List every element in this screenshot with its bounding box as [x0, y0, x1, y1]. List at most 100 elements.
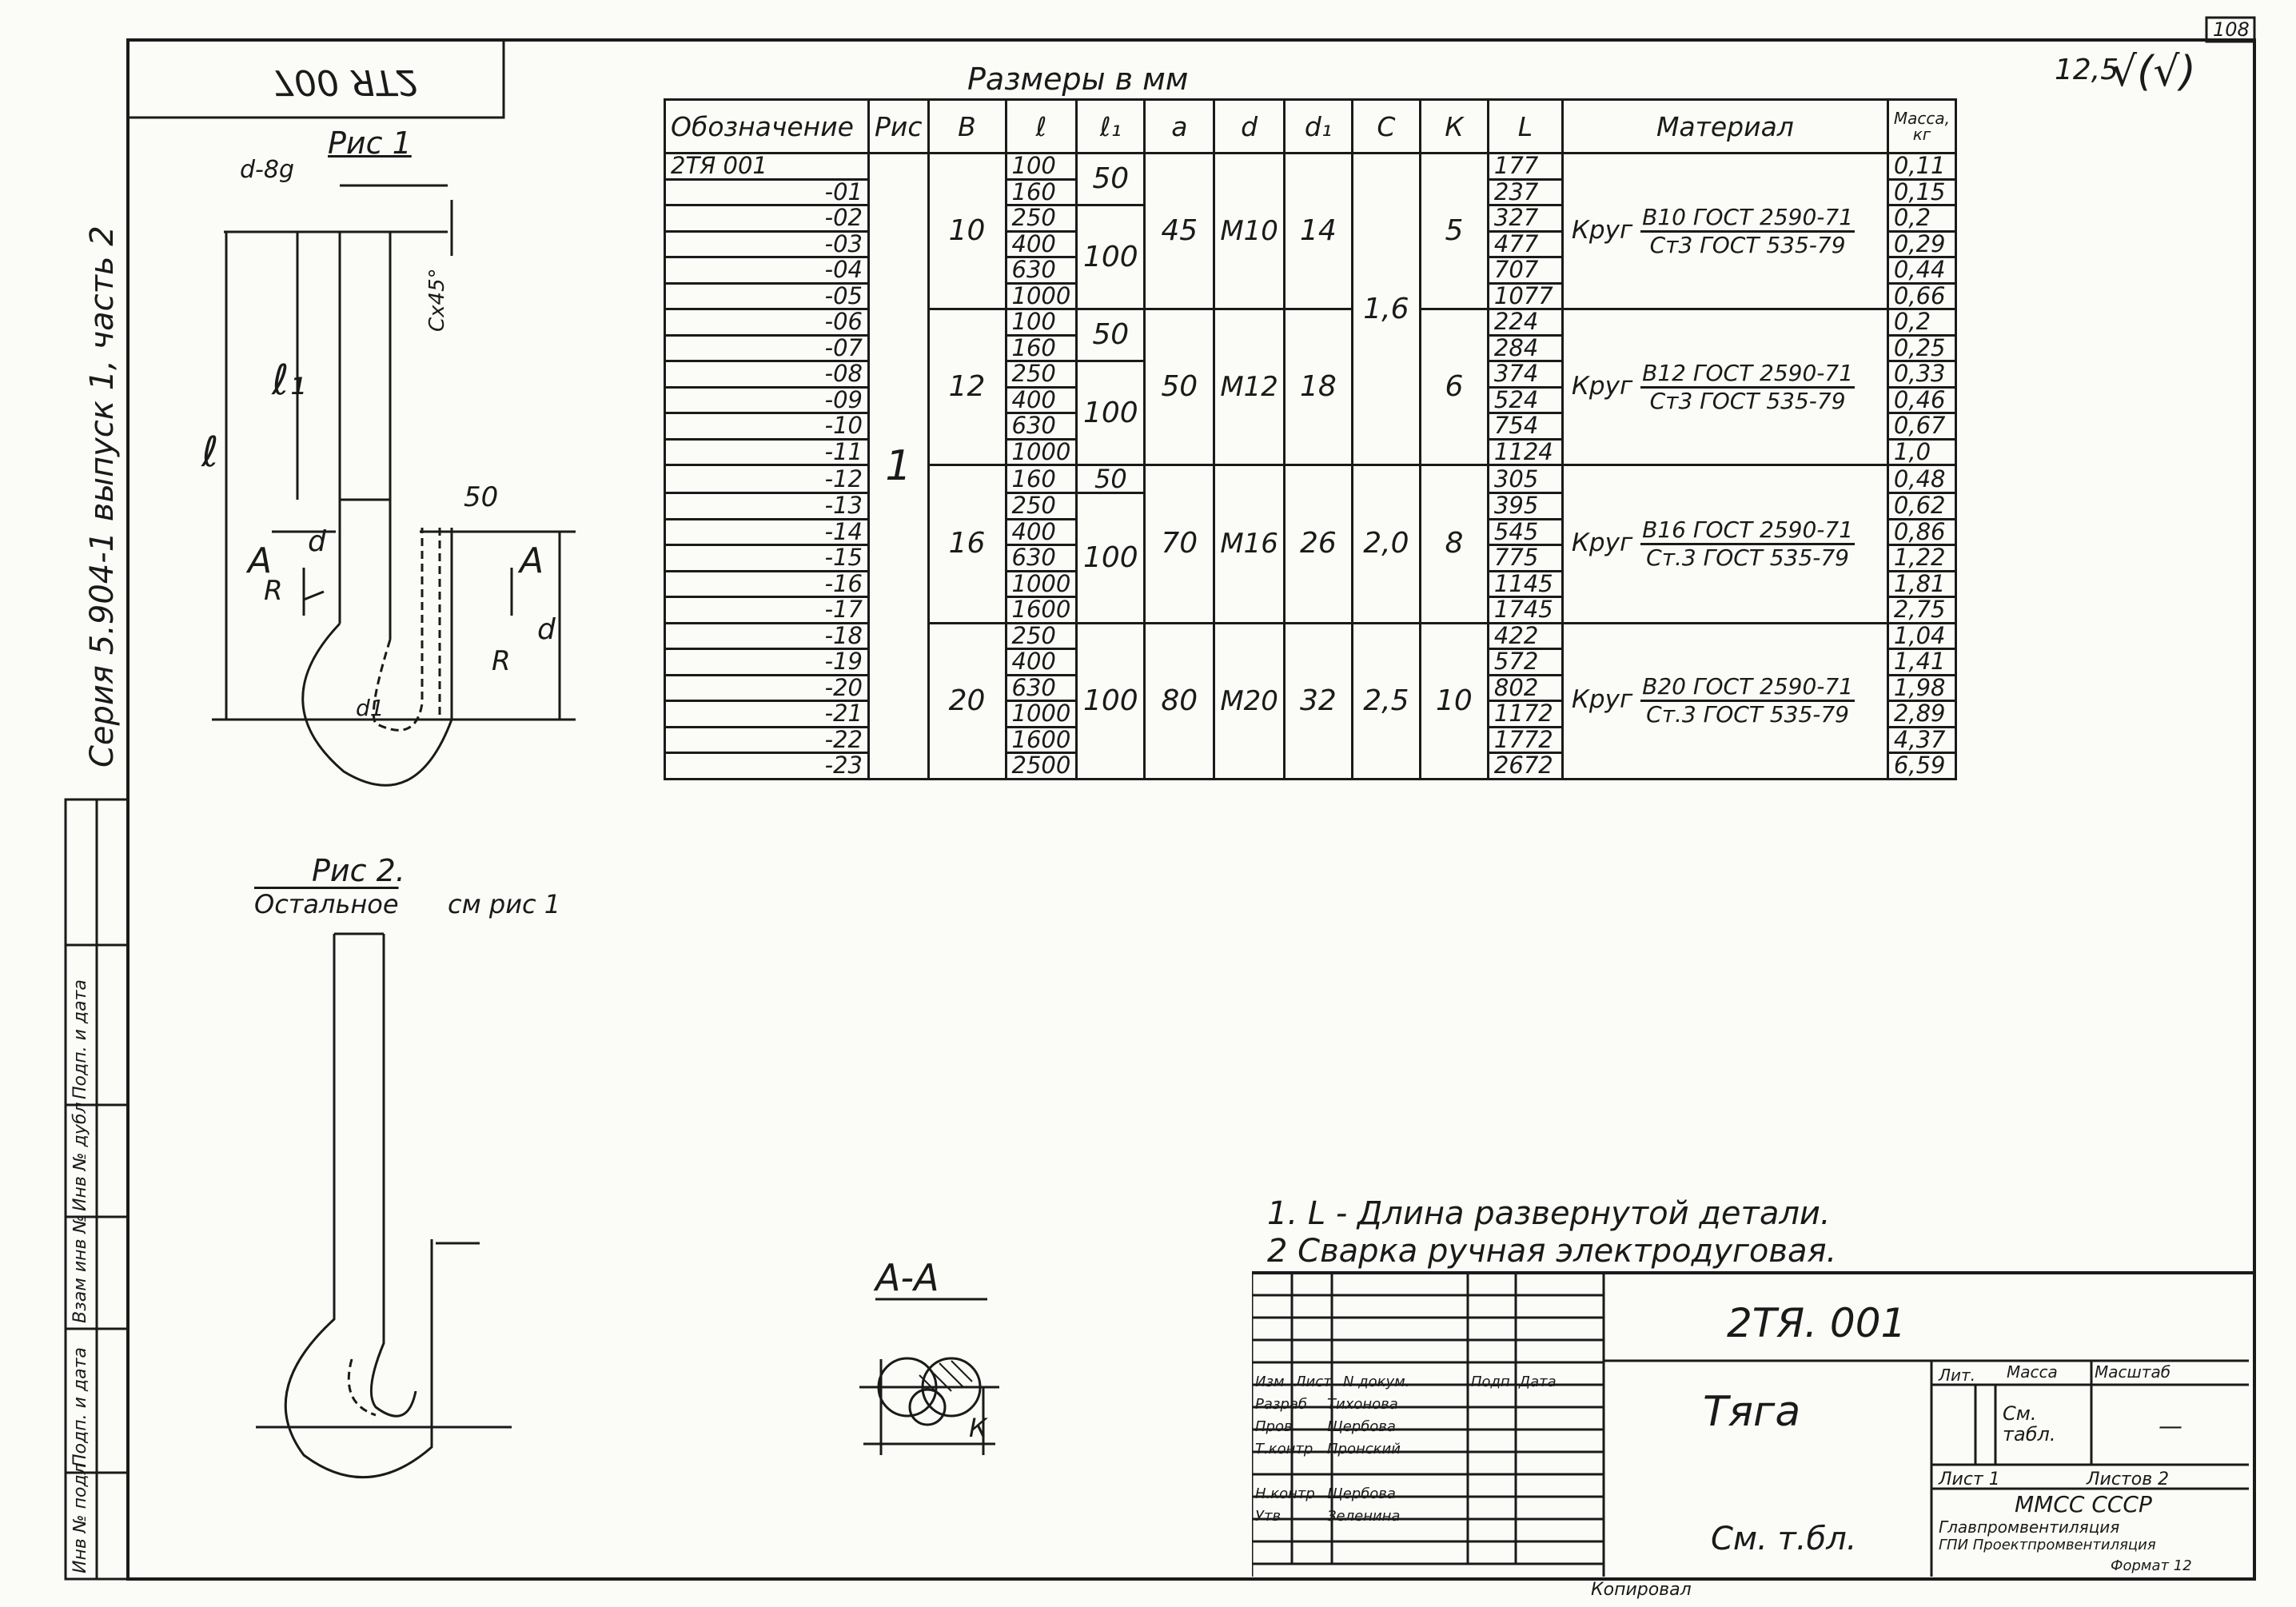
cell-k-g2: 6 — [1418, 308, 1489, 466]
inverted-code: 700 ЯТ2 — [272, 62, 419, 102]
cell-l: 100 — [1004, 152, 1078, 181]
cell-d-g1: М10 — [1213, 152, 1286, 310]
fig2-label: Рис 2. — [312, 853, 405, 888]
table-row: 2ТЯ 001 1 10 100 50 45 М10 14 1,6 5 177 … — [664, 152, 1958, 780]
cell-d1-g4: 32 — [1282, 621, 1353, 780]
tb-name-1: Тихонова — [1327, 1396, 1398, 1413]
tb-header-list: Лист — [1295, 1374, 1332, 1390]
section-aa-drawing — [859, 1298, 999, 1455]
tb-role-6: Утв — [1255, 1508, 1282, 1525]
col-L: L — [1486, 98, 1564, 154]
mass-value: См. табл. — [2003, 1402, 2056, 1446]
cell-l1-g1b: 100 — [1075, 204, 1146, 310]
tb-role-2: Пров — [1255, 1418, 1293, 1435]
cell-l1-g3b: 100 — [1075, 492, 1146, 624]
table-header-row: Обозначение Рис В ℓ ℓ₁ а d d₁ С К L Мате… — [664, 98, 1958, 154]
cell-c-g3: 2,0 — [1350, 464, 1421, 624]
col-mass: Масса, кг — [1886, 98, 1958, 154]
tb-role-5: Н.контр — [1255, 1485, 1315, 1502]
stamp-cell-5: Подп. и дата — [70, 979, 90, 1099]
cell-a-g1: 45 — [1143, 152, 1216, 310]
col-l: ℓ — [1004, 98, 1078, 154]
stamp-cell-3: Взам инв № — [70, 1214, 90, 1323]
stamp-cell-4: Инв № дубл — [70, 1102, 90, 1211]
mass-label: Масса — [2007, 1362, 2058, 1382]
figure-2-drawing — [256, 932, 512, 1479]
figure-1-drawing — [212, 184, 576, 787]
material-prefix: Круг — [1571, 215, 1633, 245]
cell-k-g1: 5 — [1418, 152, 1489, 310]
dim-a-left: А — [248, 540, 273, 581]
fig2-note-b: см рис 1 — [448, 889, 561, 919]
spec-table: Обозначение Рис В ℓ ℓ₁ а d d₁ С К L Мате… — [664, 98, 1958, 780]
roughness-value: 12,5 — [2055, 54, 2119, 86]
cell-b-g2: 12 — [927, 308, 1007, 466]
dim-r-right: R — [492, 645, 511, 677]
tb-name-3: Пронский — [1327, 1441, 1401, 1457]
tb-header-izm: Изм — [1255, 1374, 1285, 1390]
tb-header-sign: Подп — [1471, 1374, 1510, 1390]
table-row: -12 16 160 50 70 М16 26 2,0 8 305 Круг В… — [664, 464, 1958, 624]
cell-k-g3: 8 — [1418, 464, 1489, 624]
cell-d1-g3: 26 — [1282, 464, 1353, 624]
dim-50: 50 — [464, 481, 499, 513]
cell-fig: 1 — [867, 152, 930, 780]
cell-l1-g4: 100 — [1075, 621, 1146, 780]
table-row: -18 20 250 100 80 М20 32 2,5 10 422 Круг… — [664, 621, 1958, 780]
code-box — [126, 38, 505, 119]
dim-d8g: d-8g — [240, 156, 294, 184]
tb-header-doc: N докум. — [1343, 1374, 1410, 1390]
cell-d-g2: М12 — [1213, 308, 1286, 466]
note-2: 2 Сварка ручная электродуговая. — [1267, 1233, 1837, 1270]
col-d: d — [1213, 98, 1286, 154]
note-1: 1. L - Длина развернутой детали. — [1267, 1195, 1831, 1232]
tb-header-date: Дата — [1519, 1374, 1557, 1390]
series-text: Серия 5.904-1 выпуск 1, часть 2 — [84, 225, 121, 768]
sheet-label: Лист 1 — [1939, 1469, 2000, 1489]
cell-d-g3: М16 — [1213, 464, 1286, 624]
cell-designation: 2ТЯ 001 — [664, 152, 870, 181]
dimensions-caption: Размеры в мм — [967, 62, 1189, 97]
roughness-icon: √(√) — [2111, 48, 2196, 96]
dim-d-left: d — [308, 525, 326, 558]
part-name: Тяга — [1703, 1388, 1801, 1436]
sheet-number-box — [2205, 16, 2256, 43]
cell-d-g4: М20 — [1213, 621, 1286, 780]
cell-d1-g2: 18 — [1282, 308, 1353, 466]
cell-b-g4: 20 — [927, 621, 1007, 780]
cell-l1-g3a: 50 — [1075, 464, 1146, 494]
dim-cx45: Cx45° — [425, 268, 449, 332]
tb-role-3: Т.контр — [1255, 1441, 1313, 1457]
cell-c-top: 1,6 — [1350, 152, 1421, 466]
cell-k-g4: 10 — [1418, 621, 1489, 780]
cell-L: 177 — [1486, 152, 1564, 181]
dim-k: К — [969, 1413, 987, 1443]
cell-b-g3: 16 — [927, 464, 1007, 624]
col-designation: Обозначение — [664, 98, 870, 154]
cell-a-g3: 70 — [1143, 464, 1216, 624]
cell-c-g4: 2,5 — [1350, 621, 1421, 780]
lit-label: Лит. — [1939, 1366, 1976, 1385]
stamp-cell-1: Инв № подл — [70, 1463, 90, 1573]
scale-value: — — [2158, 1413, 2182, 1441]
cell-l1-g2b: 100 — [1075, 360, 1146, 466]
cell-d1-g1: 14 — [1282, 152, 1353, 310]
col-k: К — [1418, 98, 1489, 154]
dim-l1: ℓ₁ — [272, 357, 306, 405]
